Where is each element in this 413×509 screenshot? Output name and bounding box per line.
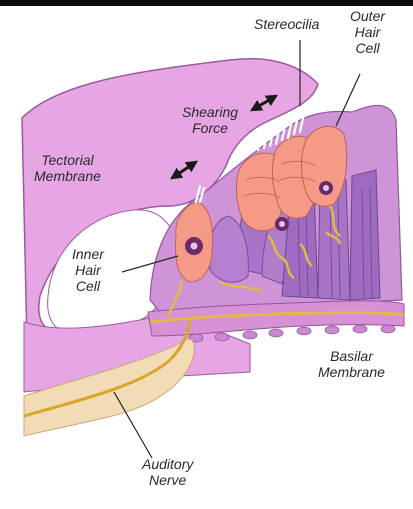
- label-basilar-membrane: Basilar Membrane: [318, 348, 385, 380]
- outer-hair-cell-pointer: [335, 73, 361, 127]
- inner-hair-cell-body: [166, 201, 213, 317]
- auditory-nerve-pointer: [113, 391, 153, 459]
- basilar-nerve-fiber: [149, 311, 405, 324]
- deiters-cell-3: [349, 169, 381, 301]
- auditory-nerve-bundle: [23, 338, 195, 437]
- label-outer-hair-cell: Outer Hair Cell: [350, 8, 386, 56]
- nerve-endings: [219, 205, 342, 294]
- shearing-force-arrow-left: [170, 160, 198, 180]
- deiters-striations: [297, 187, 373, 299]
- shearing-force-arrow-top: [249, 94, 279, 112]
- deiters-cell-2: [317, 179, 351, 301]
- label-tectorial-membrane: Tectorial Membrane: [34, 152, 101, 184]
- label-inner-hair-cell: Inner Hair Cell: [72, 246, 104, 294]
- basilar-bumps: [188, 324, 396, 343]
- label-stereocilia: Stereocilia: [254, 16, 320, 32]
- inner-hair-cell-pointer: [121, 255, 179, 273]
- label-shearing-force: Shearing Force: [182, 104, 239, 136]
- label-auditory-nerve: Auditory Nerve: [142, 456, 194, 488]
- top-bar: [0, 0, 413, 6]
- stereocilia-bundles: [194, 112, 306, 204]
- outer-hair-cells: [235, 125, 348, 232]
- auditory-nerve-fiber: [23, 319, 192, 418]
